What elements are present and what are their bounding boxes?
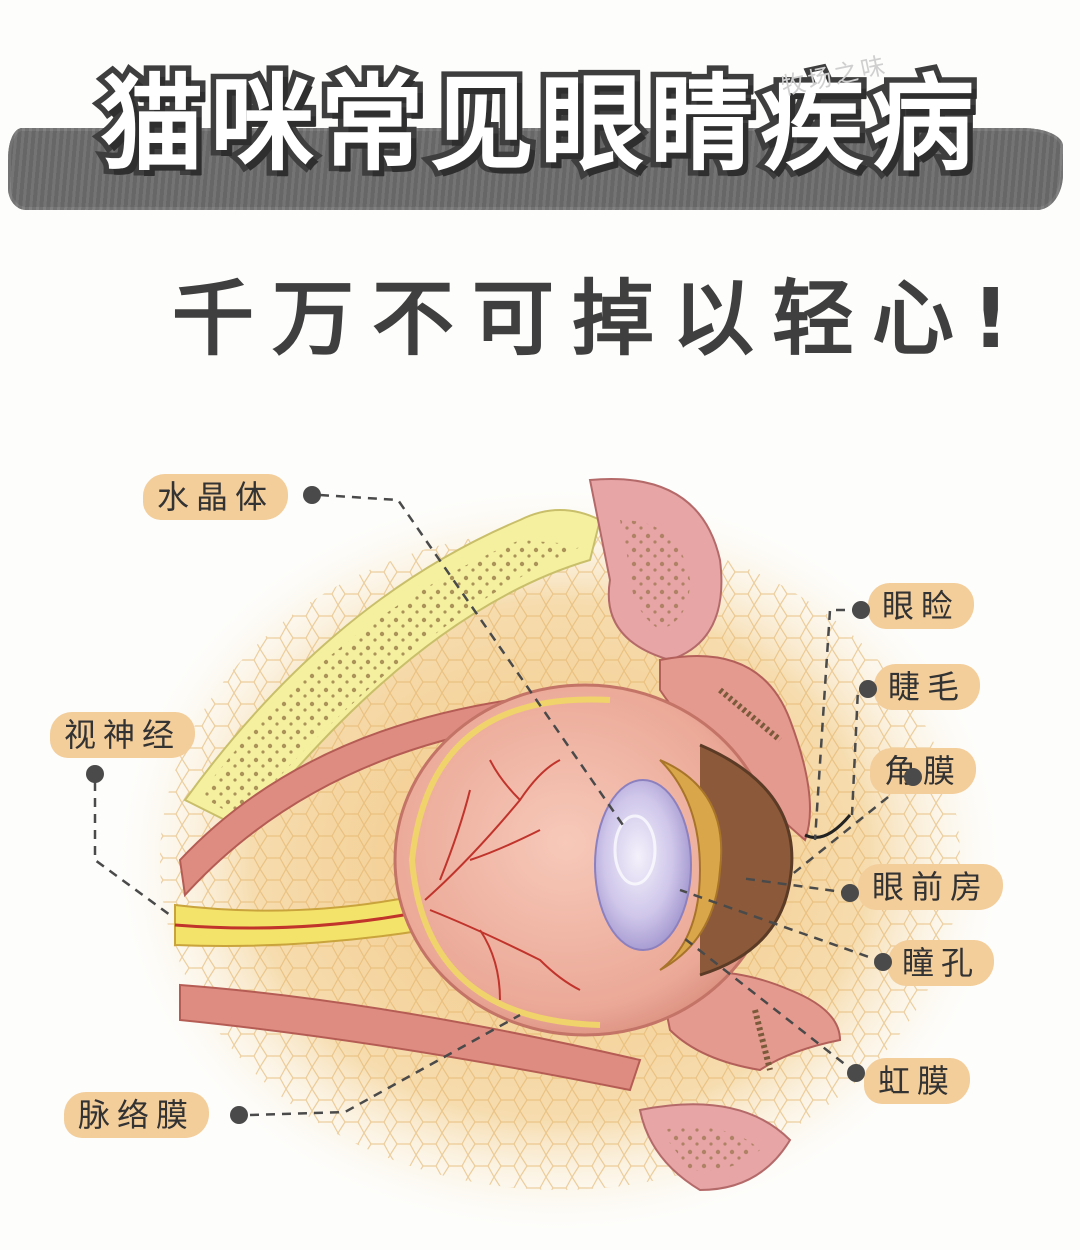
- label-dot-choroid: [230, 1106, 248, 1124]
- choroid-layer: [408, 696, 611, 1028]
- label-optic-nerve: 视神经: [50, 712, 196, 758]
- label-cornea: 角膜: [870, 748, 977, 794]
- label-dot-iris: [847, 1064, 865, 1082]
- label-anterior-chamber: 眼前房: [858, 864, 1004, 910]
- cornea: [699, 743, 794, 977]
- label-dot-optic-nerve: [86, 765, 104, 783]
- title-band: [8, 128, 1063, 210]
- lower-muscle: [179, 983, 642, 1092]
- label-eyelash: 睫毛: [874, 664, 981, 710]
- label-iris: 虹膜: [864, 1058, 971, 1104]
- retinal-vessels: [424, 759, 581, 1001]
- label-dot-cornea: [904, 768, 922, 786]
- eyelash-tip: [804, 814, 852, 839]
- label-dot-eyelid: [852, 601, 870, 619]
- label-eyelid: 眼睑: [868, 583, 975, 629]
- iris: [659, 759, 723, 971]
- label-dot-eyelash: [859, 680, 877, 698]
- page-title: 猫咪常见眼睛疾病: [94, 59, 980, 190]
- label-pupil: 瞳孔: [888, 940, 995, 986]
- label-lens: 水晶体: [143, 474, 289, 520]
- label-dot-pupil: [874, 953, 892, 971]
- label-choroid: 脉络膜: [64, 1092, 210, 1138]
- eyelash-row: [718, 687, 782, 743]
- label-dot-lens: [303, 486, 321, 504]
- lens: [594, 779, 692, 951]
- label-dot-anterior-chamber: [841, 884, 859, 902]
- page-subtitle: 千万不可掉以轻心!: [172, 272, 1028, 367]
